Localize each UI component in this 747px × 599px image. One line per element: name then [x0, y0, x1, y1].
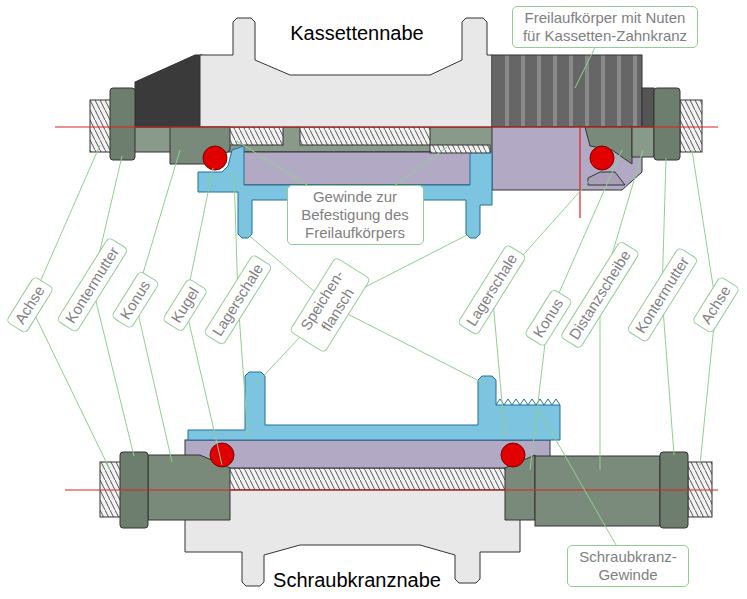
bearing-ball	[590, 146, 614, 170]
section-line	[579, 127, 580, 218]
hub-interior	[232, 152, 480, 185]
hub-title: Kassettennabe	[290, 21, 423, 45]
part-label: Achse	[692, 276, 741, 334]
part-label: Distanzscheibe	[560, 240, 641, 349]
freehub-end	[642, 88, 654, 127]
freehub-body	[492, 55, 642, 127]
part-label: Kontermutter	[626, 247, 699, 343]
part-name: Gewinde zur Befestigung des Freilaufkörp…	[293, 188, 418, 242]
leader-lines	[238, 300, 248, 438]
part-label: Kugel	[161, 277, 208, 332]
part-label: Schraubkranz-Gewinde	[567, 545, 689, 587]
part-label: Lagerschale	[457, 244, 527, 336]
dust-cap	[135, 55, 203, 127]
leader-lines	[135, 300, 172, 462]
part-name: Freilaufkörper mit Nuten für Kassetten-Z…	[518, 9, 692, 45]
locknut	[110, 88, 135, 160]
leader-lines	[692, 150, 716, 305]
part-label: Lagerschale	[203, 254, 273, 346]
part-name: Konus	[116, 277, 154, 323]
axle-thread	[225, 127, 283, 145]
leader-lines	[540, 412, 628, 566]
hub-shell	[200, 18, 492, 127]
part-name: Achse	[697, 283, 734, 328]
axle-end	[680, 100, 702, 152]
leader-lines	[662, 295, 674, 455]
part-label: Achse	[6, 276, 55, 334]
thread-hub	[100, 372, 712, 586]
hub-title: Schraubkranznabe	[273, 568, 441, 592]
section-line	[65, 489, 718, 490]
part-name: Kugel	[167, 284, 203, 326]
part-name: Lagerschale	[463, 251, 522, 330]
bearing-cup	[588, 172, 625, 185]
leader-lines	[30, 27, 716, 566]
part-name: Distanzscheibe	[565, 247, 634, 343]
axle-thread	[300, 127, 430, 145]
part-label: Freilaufkörper mit Nuten für Kassetten-Z…	[512, 6, 698, 48]
freewheel-thread	[496, 399, 560, 405]
section-line	[55, 126, 718, 127]
part-name: Kontermutter	[631, 253, 692, 336]
part-name: Lagerschale	[209, 261, 268, 340]
locknut	[654, 88, 680, 160]
spacer	[632, 127, 654, 157]
part-name: Achse	[11, 283, 48, 328]
part-name: Schraubkranz-Gewinde	[573, 548, 683, 584]
axle-end	[90, 100, 112, 152]
bearing-ball	[203, 146, 227, 170]
axle-thread	[225, 468, 515, 490]
freehub-section	[492, 127, 642, 190]
leader-lines	[600, 295, 601, 470]
spacer	[535, 456, 660, 526]
hub-interior	[185, 440, 550, 468]
part-label: Speichen- flansch	[289, 257, 371, 354]
shell-thread	[430, 145, 490, 153]
part-name: Speichen- flansch	[295, 263, 366, 347]
part-label: Gewinde zur Befestigung des Freilaufkörp…	[287, 185, 424, 245]
section-line	[65, 489, 718, 490]
part-label: Konus	[110, 271, 159, 330]
leader-lines	[492, 290, 505, 436]
bearing-ball	[501, 443, 525, 467]
